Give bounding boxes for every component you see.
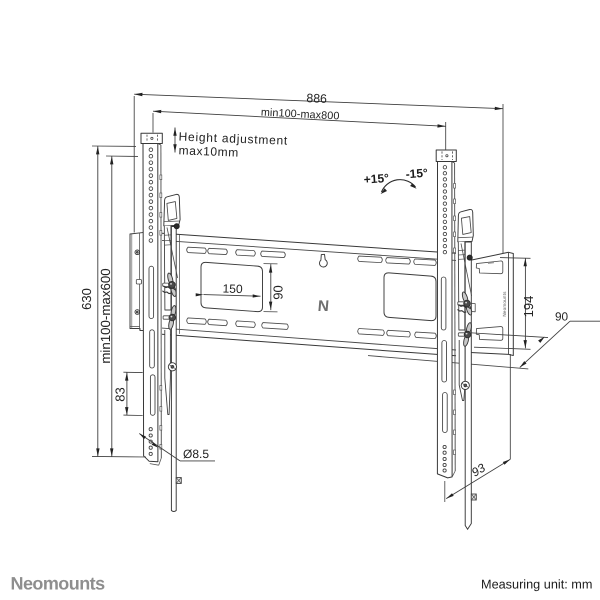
svg-text:83: 83: [113, 387, 128, 401]
svg-text:90: 90: [270, 285, 285, 299]
svg-text:max10mm: max10mm: [178, 143, 239, 159]
svg-text:Neomounts: Neomounts: [502, 291, 507, 317]
svg-text:90: 90: [555, 310, 569, 324]
svg-text:630: 630: [79, 288, 94, 310]
svg-text:+15°: +15°: [363, 171, 389, 187]
svg-text:Height adjustment: Height adjustment: [178, 130, 288, 148]
svg-text:-15°: -15°: [405, 166, 428, 182]
svg-text:886: 886: [306, 91, 327, 106]
svg-text:150: 150: [222, 282, 243, 297]
svg-text:Neomounts: Neomounts: [11, 574, 106, 594]
svg-text:194: 194: [521, 296, 536, 318]
svg-text:Measuring unit: mm: Measuring unit: mm: [481, 578, 592, 592]
svg-text:N: N: [317, 298, 330, 315]
svg-text:Ø8.5: Ø8.5: [183, 447, 209, 461]
svg-text:min100-max600: min100-max600: [98, 268, 113, 363]
svg-text:min100-max800: min100-max800: [261, 107, 340, 123]
